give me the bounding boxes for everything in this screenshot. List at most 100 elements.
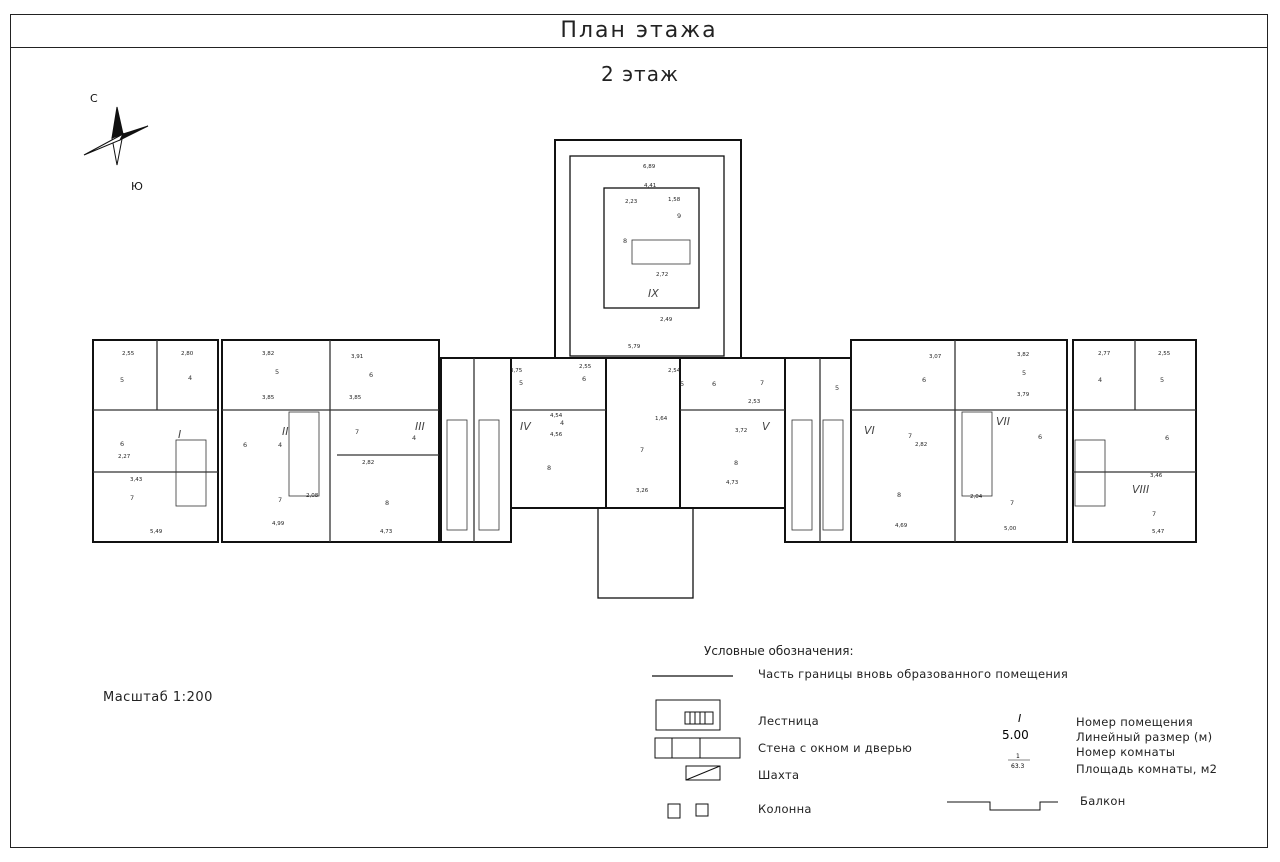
dimension-label: 3,46 bbox=[1150, 473, 1163, 479]
legend-notation-label: Площадь комнаты, м2 bbox=[1076, 762, 1218, 776]
notation-sample-area: 63.3 bbox=[1011, 763, 1025, 770]
room-number: 6 bbox=[369, 371, 373, 379]
notation-sample-dimension: 5.00 bbox=[1002, 728, 1029, 742]
floor-label: 2 этаж bbox=[601, 62, 679, 86]
room-number: 5 bbox=[519, 379, 523, 387]
dimension-label: 3,72 bbox=[735, 428, 747, 434]
room-number: 6 bbox=[582, 375, 586, 383]
dimension-label: 3,26 bbox=[636, 488, 649, 494]
compass-icon: С Ю bbox=[83, 92, 149, 193]
room-number: 8 bbox=[734, 459, 738, 467]
dimension-label: 3,07 bbox=[929, 354, 942, 360]
room-number: 4 bbox=[560, 419, 564, 427]
room-number: 4 bbox=[1098, 376, 1102, 384]
room-number: 7 bbox=[908, 432, 912, 440]
dimension-label: 2,04 bbox=[970, 494, 983, 500]
dimension-label: 3,85 bbox=[349, 395, 362, 401]
room-number: 8 bbox=[623, 237, 627, 245]
dimension-label: 3,82 bbox=[1017, 352, 1029, 358]
dimension-label: 2,55 bbox=[579, 364, 592, 370]
legend-notation-label: Номер комнаты bbox=[1076, 745, 1176, 759]
notation-sample-number: I bbox=[1018, 712, 1021, 725]
wall-window-door-icon bbox=[654, 737, 741, 759]
legend-wall-label: Стена с окном и дверью bbox=[758, 741, 913, 755]
scale-label: Масштаб 1:200 bbox=[103, 690, 213, 705]
dimension-label: 2,77 bbox=[1098, 351, 1111, 357]
legend-balcony-label: Балкон bbox=[1080, 794, 1126, 808]
room-number: 6 bbox=[120, 440, 124, 448]
room-number: 7 bbox=[355, 428, 359, 436]
room-number: 8 bbox=[897, 491, 901, 499]
dimension-label: 2,54 bbox=[668, 368, 681, 374]
room-number: 4 bbox=[188, 374, 192, 382]
dimension-label: 1,64 bbox=[655, 416, 668, 422]
premise-number: IV bbox=[520, 420, 532, 433]
dimension-label: 3,85 bbox=[262, 395, 275, 401]
dimension-label: 4,69 bbox=[895, 523, 908, 529]
premise-number: IX bbox=[648, 287, 659, 300]
shaft-icon bbox=[685, 765, 721, 781]
legend-notation-label: Номер помещения bbox=[1076, 715, 1194, 729]
dimension-label: 2,55 bbox=[122, 351, 135, 357]
dimension-label: 3,91 bbox=[351, 354, 363, 360]
stair-icon bbox=[175, 239, 1106, 531]
dimension-label: 4,41 bbox=[644, 183, 656, 189]
room-number: 5 bbox=[1160, 376, 1164, 384]
building-outline bbox=[92, 139, 1197, 599]
dimension-label: 6,89 bbox=[643, 164, 656, 170]
notation-sample-room: 1 bbox=[1016, 753, 1020, 760]
stair-icon bbox=[655, 699, 721, 731]
room-number: 9 bbox=[677, 212, 681, 220]
room-number: 5 bbox=[680, 380, 684, 388]
room-number: 4 bbox=[412, 434, 416, 442]
dimension-label: 4,73 bbox=[726, 480, 739, 486]
premise-number: VII bbox=[996, 415, 1010, 428]
dimension-label: 5,00 bbox=[1004, 526, 1017, 532]
legend-title: Условные обозначения: bbox=[704, 644, 854, 658]
dimension-label: 5,47 bbox=[1152, 529, 1165, 535]
dimension-label: 2,49 bbox=[660, 317, 673, 323]
dimension-label: 4,54 bbox=[550, 413, 563, 419]
dimension-label: 5,49 bbox=[150, 529, 163, 535]
legend-shaft-label: Шахта bbox=[758, 768, 800, 782]
dimension-label: 2,55 bbox=[1158, 351, 1171, 357]
room-number: 7 bbox=[760, 379, 764, 387]
premise-number: VIII bbox=[1132, 483, 1149, 496]
interior-walls bbox=[93, 340, 1196, 542]
premise-number: II bbox=[282, 425, 289, 438]
room-number: 5 bbox=[835, 384, 839, 392]
premise-number: I bbox=[178, 428, 181, 441]
dimension-label: 3,75 bbox=[510, 368, 523, 374]
dimension-label: 2,82 bbox=[362, 460, 374, 466]
dimension-label: 3,79 bbox=[1017, 392, 1030, 398]
dimension-label: 2,23 bbox=[625, 199, 638, 205]
room-number: 6 bbox=[922, 376, 926, 384]
legend-stair-label: Лестница bbox=[758, 714, 820, 728]
room-number: 5 bbox=[275, 368, 279, 376]
room-number: 5 bbox=[1022, 369, 1026, 377]
dimension-label: 3,82 bbox=[262, 351, 274, 357]
dimension-label: 2,82 bbox=[915, 442, 927, 448]
dimension-label: 2,53 bbox=[748, 399, 761, 405]
dimension-label: 2,27 bbox=[118, 454, 131, 460]
legend-column-label: Колонна bbox=[758, 802, 812, 816]
room-number: 5 bbox=[120, 376, 124, 384]
dimension-label: 2,80 bbox=[181, 351, 194, 357]
premise-number: III bbox=[415, 420, 425, 433]
room-number: 8 bbox=[385, 499, 389, 507]
room-number: 6 bbox=[243, 441, 247, 449]
compass-north-label: С bbox=[90, 92, 98, 105]
legend-boundary-label: Часть границы вновь образованного помеще… bbox=[758, 667, 1069, 681]
legend-notation-label: Линейный размер (м) bbox=[1076, 730, 1213, 744]
dimension-label: 1,58 bbox=[668, 197, 681, 203]
room-number: 6 bbox=[1038, 433, 1042, 441]
drawing-frame bbox=[10, 14, 1268, 848]
room-number: 6 bbox=[712, 380, 716, 388]
page-title: План этажа bbox=[10, 14, 1268, 48]
compass-south-label: Ю bbox=[131, 180, 143, 193]
dimension-label: 3,43 bbox=[130, 477, 143, 483]
dimension-label: 4,99 bbox=[272, 521, 285, 527]
room-number: 7 bbox=[130, 494, 134, 502]
premise-number: VI bbox=[864, 424, 875, 437]
